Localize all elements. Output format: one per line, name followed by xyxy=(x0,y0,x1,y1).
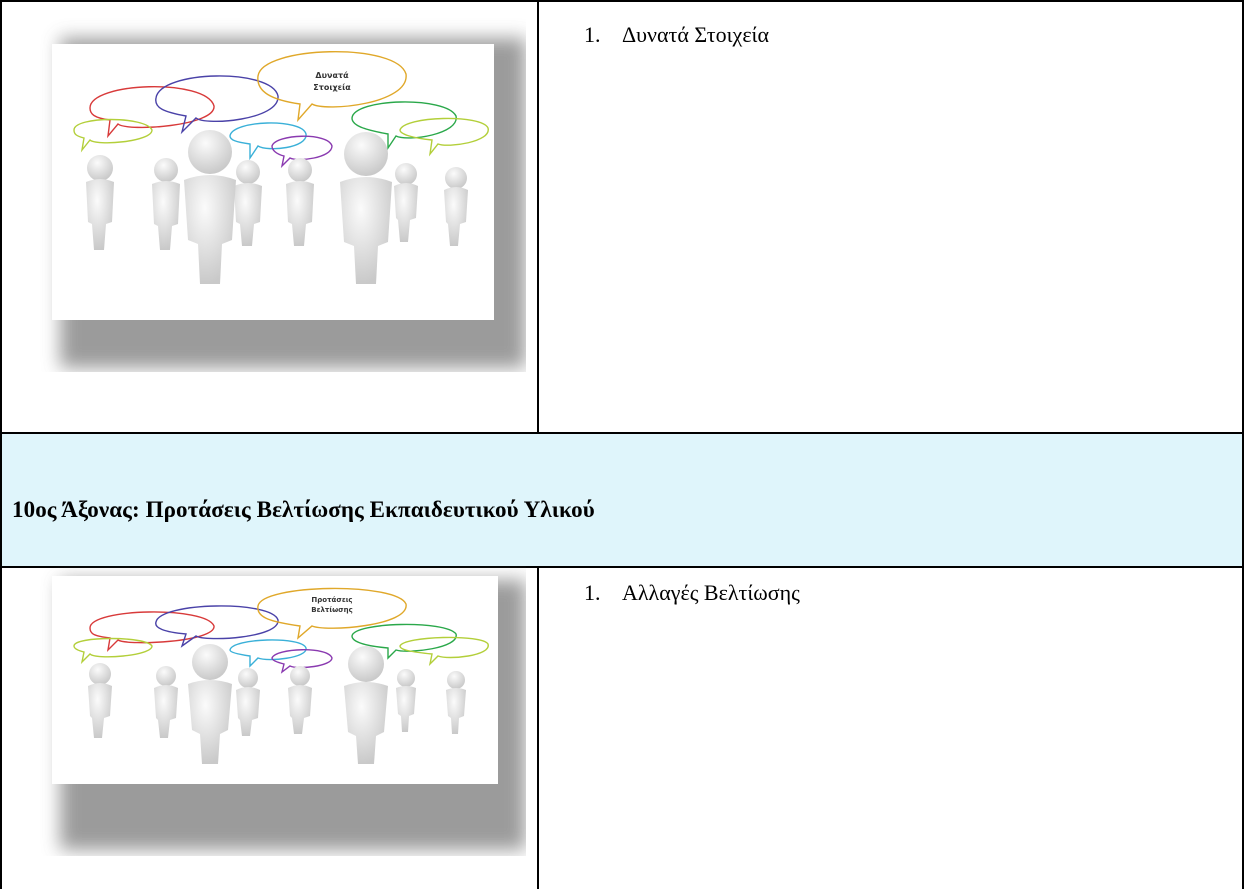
table-border-row1-bottom xyxy=(0,432,1244,434)
bubble-text-line1: Δυνατά xyxy=(315,71,349,80)
table-border-left-band xyxy=(0,432,2,568)
table-divider-row2 xyxy=(537,566,539,889)
table-border-band-bottom xyxy=(0,566,1244,568)
list-item-number: 1. xyxy=(584,580,601,605)
list-item-text: Δυνατά Στοιχεία xyxy=(622,22,769,47)
people-talking-illustration: Δυνατά Στοιχεία xyxy=(36,12,526,372)
table-divider-row1 xyxy=(537,0,539,434)
people-talking-illustration: Προτάσεις Βελτίωσης xyxy=(36,566,526,856)
list-item-number: 1. xyxy=(584,22,601,47)
table-border-right-band xyxy=(1242,432,1244,568)
list-item-text: Αλλαγές Βελτίωσης xyxy=(622,580,800,605)
list-item-strengths: 1. Δυνατά Στοιχεία xyxy=(584,22,769,48)
table-border-left-row2 xyxy=(0,566,2,889)
bubble-text-line2: Βελτίωσης xyxy=(311,606,353,614)
list-item-improvements: 1. Αλλαγές Βελτίωσης xyxy=(584,580,800,606)
section-heading-band xyxy=(2,434,1242,567)
section-heading: 10ος Άξονας: Προτάσεις Βελτίωσης Εκπαιδε… xyxy=(12,497,595,522)
bubble-text-line2: Στοιχεία xyxy=(313,82,351,92)
table-border-right-row1 xyxy=(1242,0,1244,434)
table-border-left-row1 xyxy=(0,0,2,434)
bubble-text-line1: Προτάσεις xyxy=(311,596,352,604)
table-border-right-row2 xyxy=(1242,566,1244,889)
table-border-top xyxy=(0,0,1244,2)
